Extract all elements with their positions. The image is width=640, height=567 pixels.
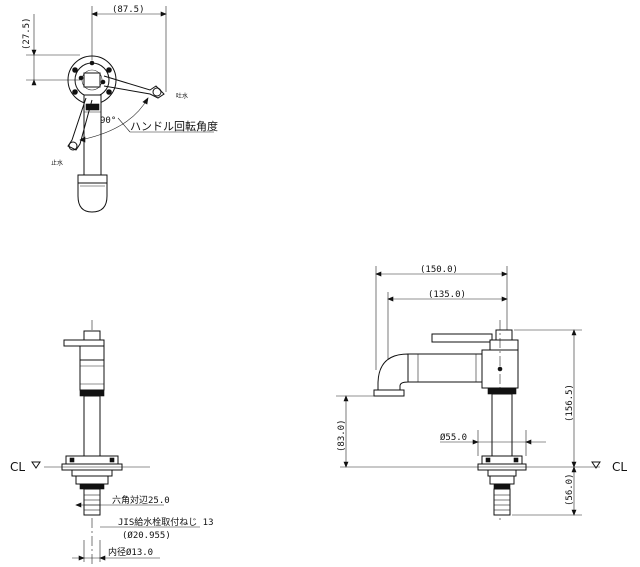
handle-rotation-label: ハンドル回転角度 xyxy=(130,119,218,133)
top-dim-width: (87.5) xyxy=(112,5,145,15)
hex-size-label: 六角対辺25.0 xyxy=(112,494,170,506)
label-close-water: 止水 xyxy=(51,159,63,167)
top-dim-height: (27.5) xyxy=(22,17,32,50)
dim-total-length: (150.0) xyxy=(420,265,458,275)
rotation-angle: 90° xyxy=(100,116,116,126)
side-cl-label: CL xyxy=(612,460,627,474)
inner-diameter: 内径Ø13.0 xyxy=(108,546,153,558)
label-open-water: 吐水 xyxy=(176,92,188,100)
front-cl-label: CL xyxy=(10,460,25,474)
dim-spout-reach: (135.0) xyxy=(428,290,466,300)
top-view: (87.5) (27.5) 吐水 止水 xyxy=(22,5,218,213)
side-view: (150.0) (135.0) Ø55.0 xyxy=(336,265,627,520)
dim-below-cl: (56.0) xyxy=(565,473,575,506)
front-view: CL 六角対辺25.0 JIS給水栓取付ねじ 13 (Ø20.955) 内径Ø1… xyxy=(10,320,214,567)
thread-diameter: (Ø20.955) xyxy=(122,530,171,541)
dim-total-height: (156.5) xyxy=(565,384,575,422)
dim-spout-height: (83.0) xyxy=(337,419,347,452)
dim-base-diameter: Ø55.0 xyxy=(440,432,467,443)
jis-thread-label: JIS給水栓取付ねじ 13 xyxy=(118,516,214,528)
